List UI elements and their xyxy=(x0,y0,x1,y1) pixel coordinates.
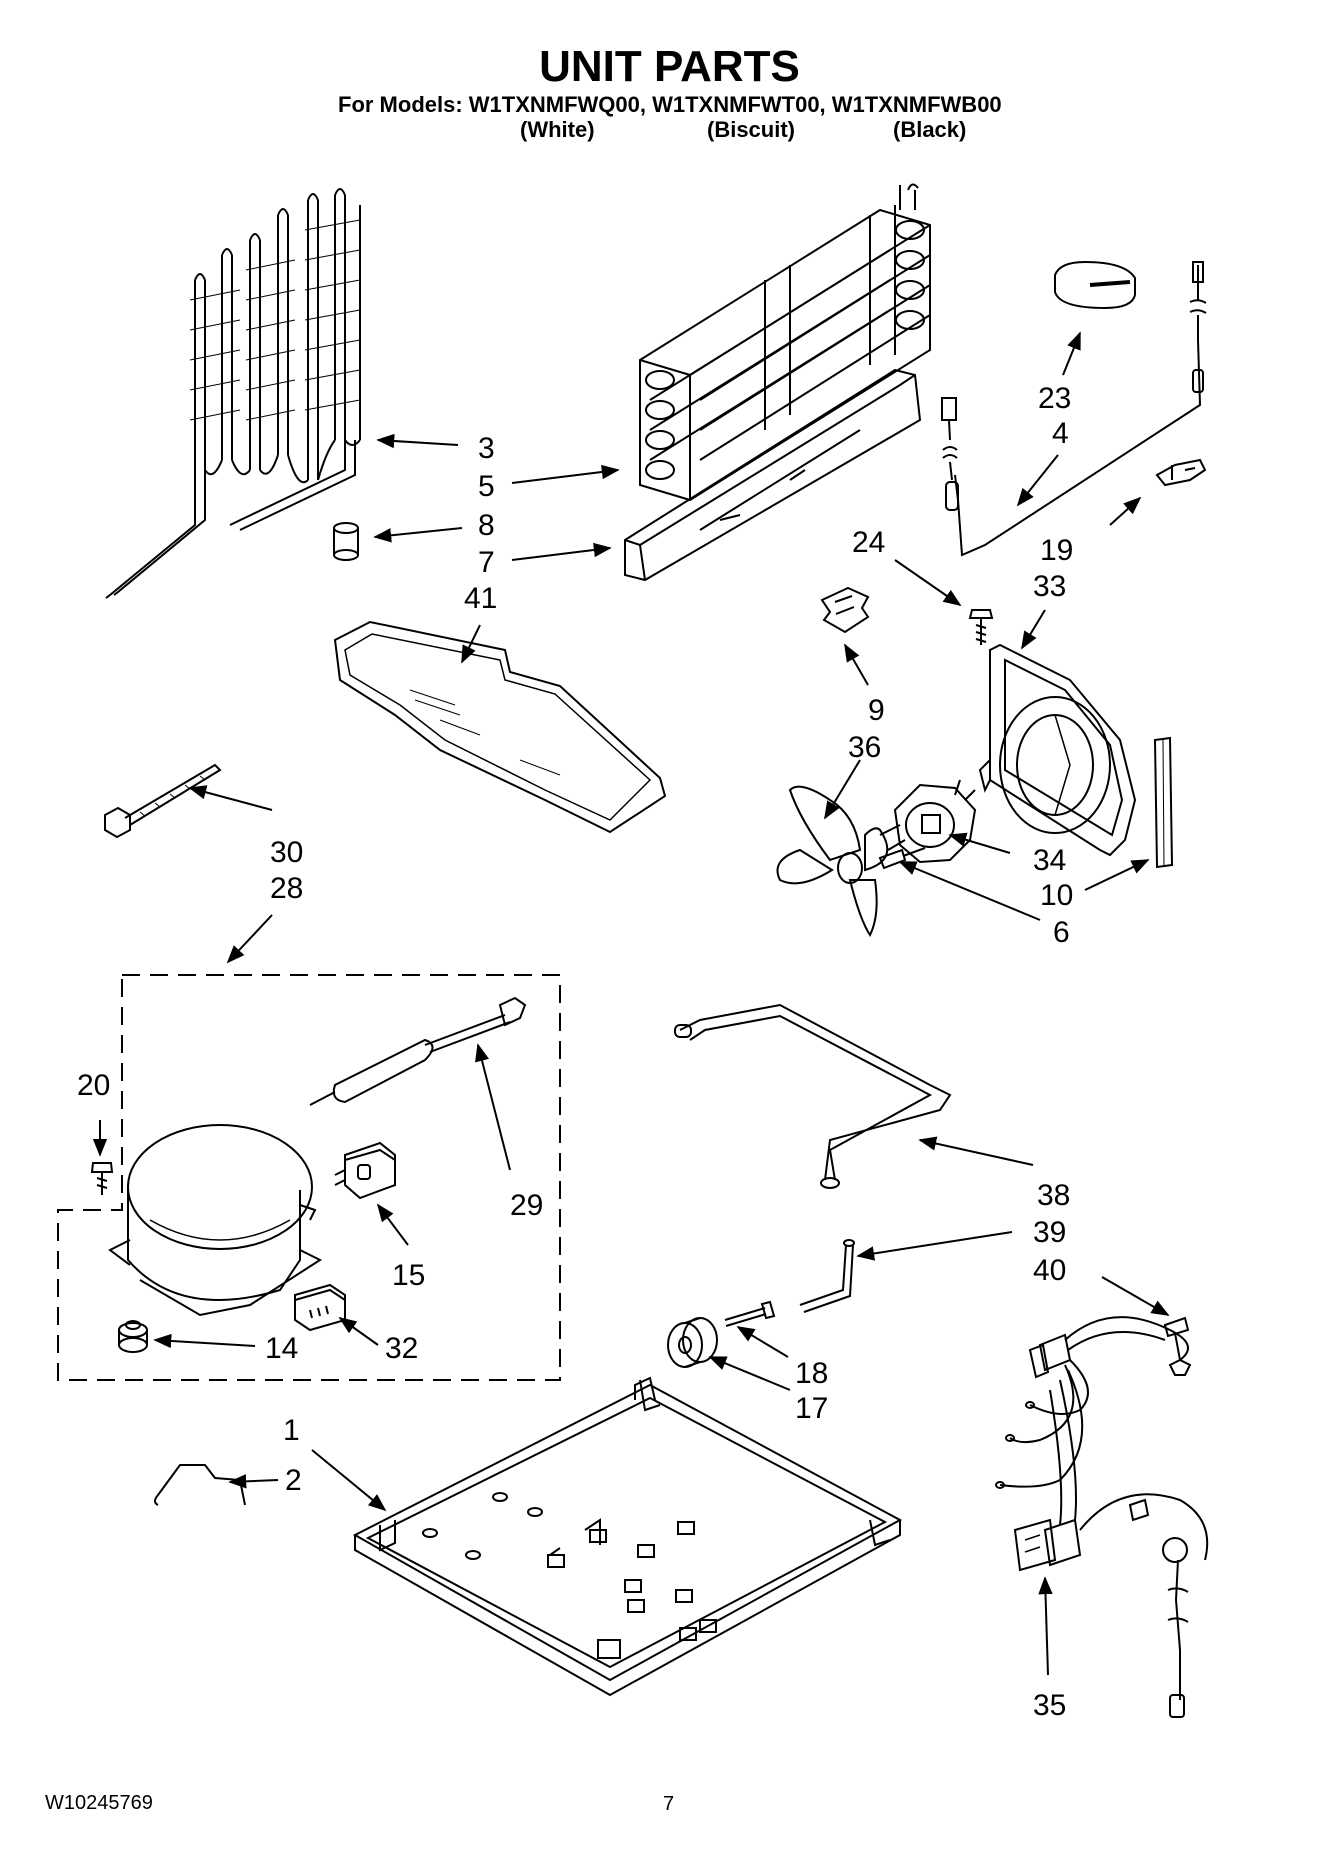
thermostat-clip-part xyxy=(1155,458,1207,487)
callout-1: 1 xyxy=(283,1414,300,1447)
condenser-coil-part xyxy=(105,188,361,599)
evaporator-drain-tray-part xyxy=(624,368,922,582)
cable-tie-part xyxy=(104,763,222,839)
wire-clip-part xyxy=(154,1464,246,1506)
callout-4: 4 xyxy=(1052,417,1069,450)
callout-7: 7 xyxy=(478,546,495,579)
callout-39: 39 xyxy=(1033,1216,1066,1249)
callout-23: 23 xyxy=(1038,382,1071,415)
compressor-part xyxy=(108,1124,323,1317)
callout-28: 28 xyxy=(270,872,303,905)
callout-18: 18 xyxy=(795,1357,828,1390)
callout-9: 9 xyxy=(868,694,885,727)
callout-5: 5 xyxy=(478,470,495,503)
callout-15: 15 xyxy=(392,1259,425,1292)
callout-labels: 3 5 8 7 41 23 4 24 19 33 9 36 30 28 34 1… xyxy=(77,382,1073,1722)
compressor-kit-box xyxy=(57,974,561,1381)
bumper-part xyxy=(1054,260,1136,310)
evaporator-fan-motor-part xyxy=(879,779,977,864)
screw-40-part xyxy=(1163,1316,1192,1376)
callout-40: 40 xyxy=(1033,1254,1066,1287)
fan-shroud-part xyxy=(978,643,1137,857)
callout-34: 34 xyxy=(1033,844,1066,877)
leader-lines xyxy=(92,331,1170,1676)
defrost-heater-harness-part xyxy=(941,261,1207,557)
callout-32: 32 xyxy=(385,1332,418,1365)
callout-24: 24 xyxy=(852,526,885,559)
suction-tube-part xyxy=(799,1239,855,1313)
drier-part xyxy=(309,996,527,1106)
callout-29: 29 xyxy=(510,1189,543,1222)
callout-8: 8 xyxy=(478,509,495,542)
screw-20-part xyxy=(90,1162,114,1195)
unit-base-frame-part xyxy=(352,1376,903,1697)
screw-6-part xyxy=(878,847,926,870)
model-numbers: For Models: W1TXNMFWQ00, W1TXNMFWT00, W1… xyxy=(338,92,1002,117)
callout-36: 36 xyxy=(848,731,881,764)
start-capacitor-part xyxy=(294,1283,346,1332)
wiring-harness-part xyxy=(995,1316,1209,1718)
compressor-grommet-part xyxy=(118,1320,148,1353)
callout-17: 17 xyxy=(795,1392,828,1425)
callout-19: 19 xyxy=(1040,534,1073,567)
gasket-strip-part xyxy=(1153,736,1174,869)
drain-pan-part xyxy=(333,620,667,834)
callout-30: 30 xyxy=(270,836,303,869)
screw-24-part xyxy=(968,609,994,645)
color-label-black: (Black) xyxy=(893,117,967,142)
color-label-biscuit: (Biscuit) xyxy=(707,117,795,142)
callout-20: 20 xyxy=(77,1069,110,1102)
callout-33: 33 xyxy=(1033,570,1066,603)
grommet-part xyxy=(333,522,359,561)
callout-10: 10 xyxy=(1040,879,1073,912)
callout-38: 38 xyxy=(1037,1179,1070,1212)
fan-blade-part xyxy=(776,785,889,937)
callout-41: 41 xyxy=(464,582,497,615)
overload-relay-part xyxy=(334,1141,396,1200)
roller-axle-part xyxy=(724,1300,776,1327)
page-number: 7 xyxy=(663,1793,675,1815)
callout-14: 14 xyxy=(265,1332,298,1365)
discharge-tube-part xyxy=(674,1003,952,1189)
callout-6: 6 xyxy=(1053,916,1070,949)
color-label-white: (White) xyxy=(520,117,595,142)
roller-wheel-part xyxy=(667,1317,718,1368)
fan-bracket-part xyxy=(820,586,870,634)
evaporator-part xyxy=(639,183,931,502)
document-number: W10245769 xyxy=(45,1792,153,1814)
callout-35: 35 xyxy=(1033,1689,1066,1722)
page-title: UNIT PARTS xyxy=(539,42,800,91)
callout-3: 3 xyxy=(478,432,495,465)
callout-2: 2 xyxy=(285,1464,302,1497)
